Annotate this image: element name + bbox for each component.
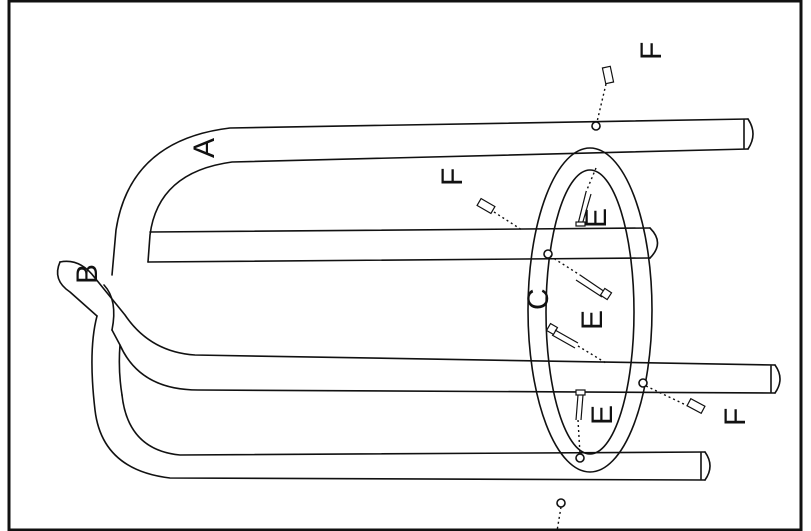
hole	[638, 378, 648, 388]
bolt-e-4	[575, 389, 586, 455]
hole	[556, 498, 566, 508]
label-c: C	[522, 288, 555, 310]
hole	[575, 453, 585, 463]
frame-b	[56, 260, 781, 481]
hole	[591, 121, 601, 131]
bolt-f-4	[556, 506, 562, 531]
bolt-e-3	[545, 322, 607, 364]
bolt-e-1	[575, 167, 597, 227]
label-b: B	[71, 264, 104, 284]
label-e-2: E	[576, 310, 609, 330]
label-e-1: E	[580, 208, 613, 228]
label-f-2: F	[436, 168, 469, 186]
center-rod	[147, 227, 659, 263]
bolt-f-2	[476, 197, 523, 231]
label-e-3: E	[586, 405, 619, 425]
diagram-border	[7, 0, 803, 531]
label-f-1: F	[635, 42, 668, 60]
label-f-3: F	[719, 408, 752, 426]
label-a: A	[188, 138, 221, 158]
ring-c	[527, 147, 653, 473]
bolt-f-1	[596, 65, 615, 123]
bolt-f-3	[645, 385, 706, 415]
bolt-e-2	[549, 255, 613, 301]
frame-a	[111, 118, 754, 276]
